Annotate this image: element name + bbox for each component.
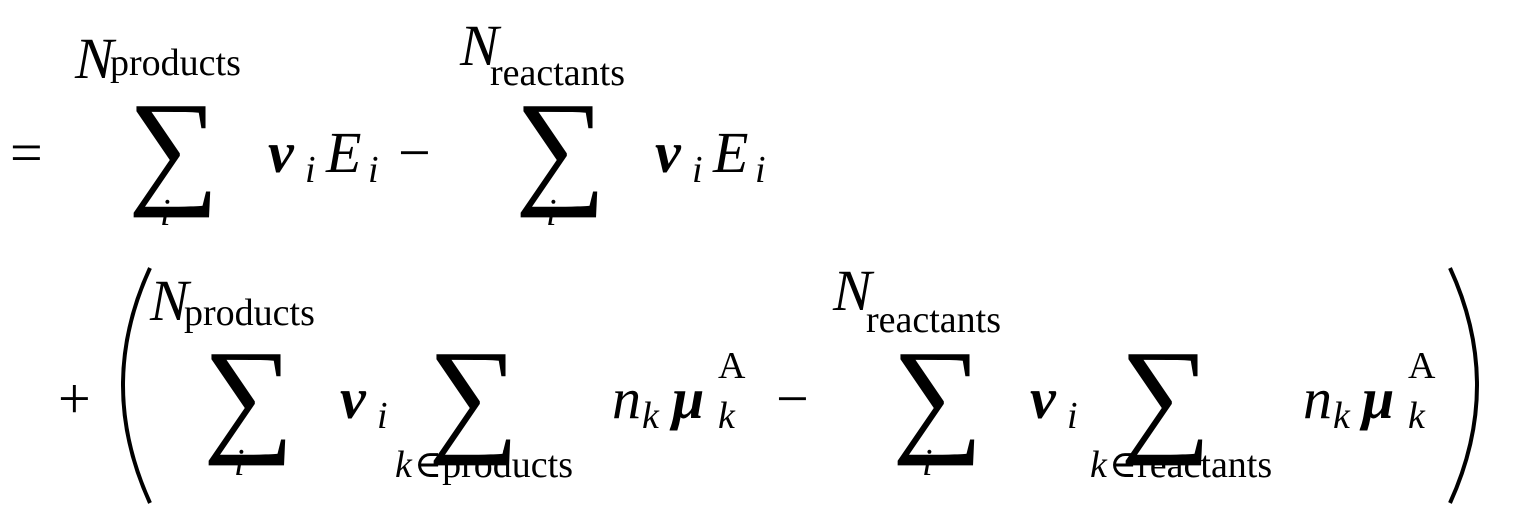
plus-sign: + [58,366,91,431]
sum4-lower-rest: ∈products [414,444,573,486]
nu-subscript: i [305,149,316,191]
sum5-upper-N: N [832,258,875,323]
minus-sign: − [398,120,431,185]
sum3-glyph: ∑ [203,324,294,466]
nu-subscript-3: i [377,395,388,437]
nu-symbol-3: ν [340,366,367,431]
sum6-lower-k: k [1090,444,1108,486]
nu-subscript-2: i [692,149,703,191]
sum3-upper-subscript: products [184,292,315,334]
mu-superscript-2: A [1408,345,1436,387]
equals-sign: = [10,120,43,185]
n-symbol: n [612,366,641,431]
n-subscript-2: k [1333,395,1351,437]
sum6-glyph: ∑ [1120,324,1211,466]
energy-subscript: i [368,149,379,191]
sum5-upper-subscript: reactants [866,299,1001,341]
sum2-lower-index: i [546,192,557,234]
sum1-upper-N: N [74,26,117,91]
n-symbol-2: n [1303,366,1332,431]
mu-subscript: k [718,395,736,437]
equation-line-2: + N products ∑ i ν i ∑ k ∈products n k μ… [58,258,1479,504]
nu-symbol: ν [268,120,295,185]
nu-subscript-4: i [1067,395,1078,437]
nu-symbol-2: ν [655,120,682,185]
left-parenthesis [121,267,152,504]
energy-symbol-2: E [712,120,748,185]
energy-symbol: E [325,120,361,185]
sum3-lower-index: i [234,442,245,484]
nu-symbol-4: ν [1030,366,1057,431]
mu-symbol-2: μ [1359,366,1394,431]
sum1-upper-subscript: products [110,42,241,84]
equation-line-1: = N products ∑ i ν i E i − N reactants ∑… [10,13,766,234]
sum3-upper-N: N [149,268,192,333]
sum4-glyph: ∑ [428,324,519,466]
minus-sign-2: − [776,366,809,431]
sum4-lower-k: k [395,444,413,486]
energy-subscript-2: i [755,149,766,191]
sum2-upper-subscript: reactants [490,52,625,94]
sum5-glyph: ∑ [892,324,983,466]
sum5-lower-index: i [922,442,933,484]
sum6-lower-rest: ∈reactants [1109,444,1272,486]
mu-symbol: μ [669,366,704,431]
mu-subscript-2: k [1408,395,1426,437]
sum1-lower-index: i [160,192,171,234]
mu-superscript: A [718,345,746,387]
sum2-upper-N: N [459,13,502,78]
sum1-glyph: ∑ [128,76,219,218]
right-parenthesis [1448,267,1479,504]
n-subscript: k [642,395,660,437]
sum2-glyph: ∑ [515,76,606,218]
